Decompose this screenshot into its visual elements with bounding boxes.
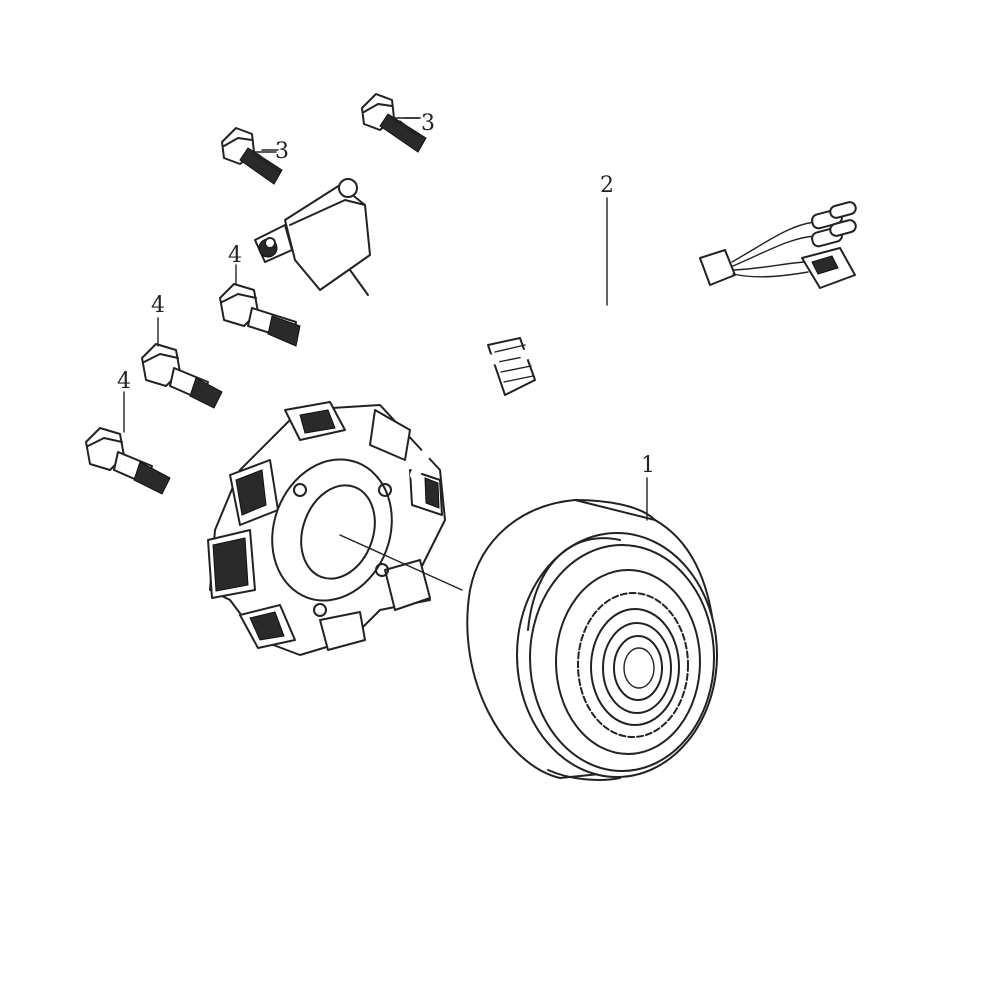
- callout-bolt-middle: 4: [151, 293, 165, 318]
- callout-wire-harness: 2: [600, 173, 614, 198]
- bolt-middle: [141, 317, 223, 409]
- bolt-top: [219, 264, 301, 347]
- screw-upper-right: [361, 93, 427, 153]
- callout-bolt-top: 4: [228, 243, 242, 268]
- callout-flywheel: 1: [641, 453, 655, 478]
- bolt-bottom: [85, 391, 171, 495]
- wire-harness: [254, 178, 857, 480]
- stator-coil-assembly: [207, 401, 463, 656]
- callout-screw-upper-right: 3: [421, 111, 435, 136]
- screw-upper-left: [221, 127, 283, 185]
- callout-screw-upper-left: 3: [275, 139, 289, 164]
- flywheel-rotor: [466, 499, 718, 781]
- callout-bolt-bottom: 4: [117, 369, 131, 394]
